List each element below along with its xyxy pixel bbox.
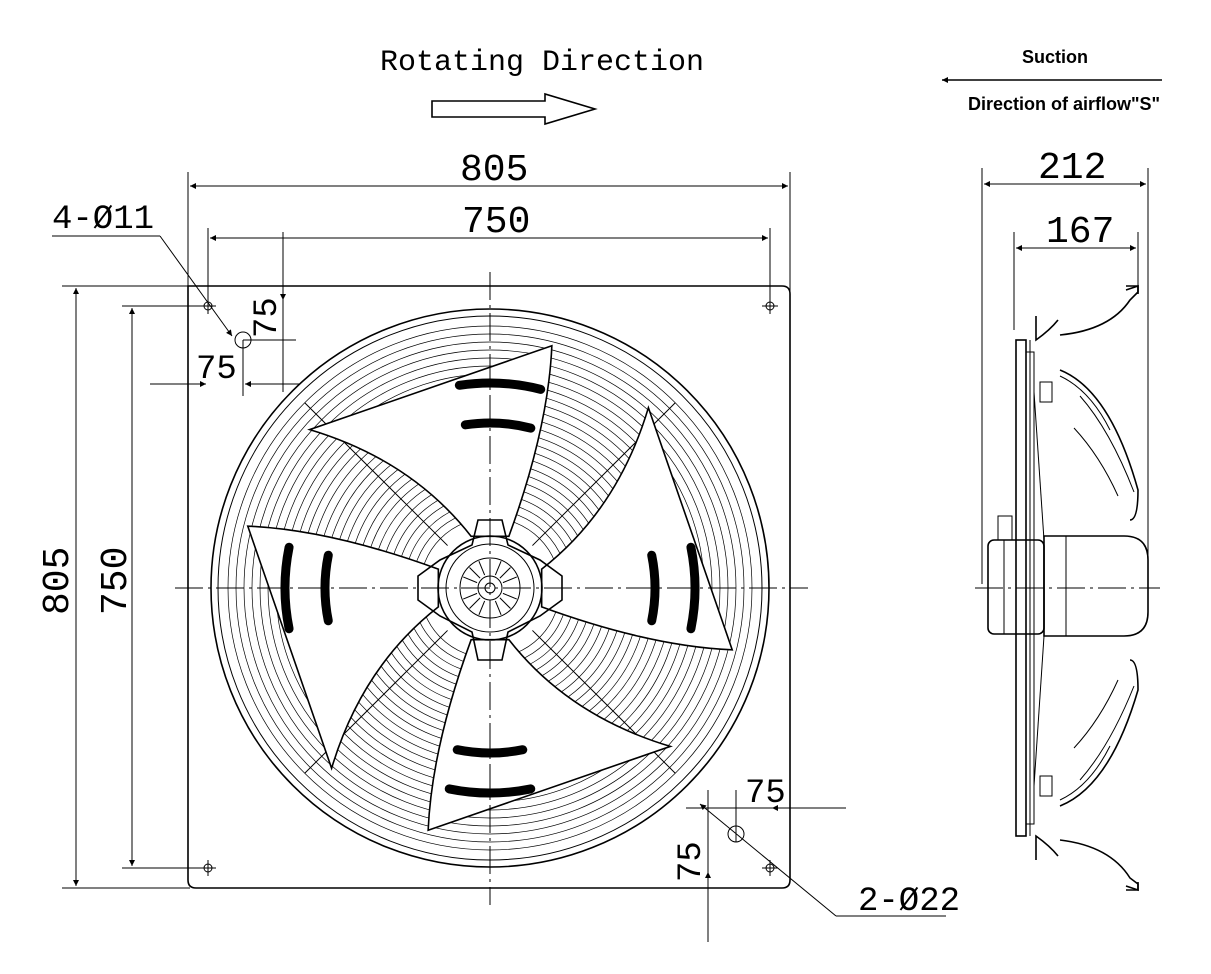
- dim-offset-bottom-h: 75: [745, 775, 786, 813]
- mount-holes-label: 4-Ø11: [52, 201, 154, 239]
- dim-pitch-width: 750: [462, 201, 530, 244]
- airflow-direction-label: Direction of airflow"S": [968, 94, 1160, 114]
- dim-pitch-height: 750: [95, 547, 138, 615]
- rotating-direction-label: Rotating Direction: [380, 46, 704, 80]
- cable-holes-label: 2-Ø22: [858, 883, 960, 921]
- dim-overall-depth: 212: [1038, 147, 1106, 190]
- suction-label: Suction: [1022, 47, 1088, 67]
- dim-offset-bottom-v: 75: [673, 841, 711, 882]
- dim-overall-width: 805: [460, 149, 528, 192]
- dim-offset-top-v: 75: [249, 297, 287, 338]
- cable-hole-bottom: [727, 825, 745, 843]
- cable-hole-top: [234, 331, 252, 349]
- mount-hole-icon: [200, 298, 778, 876]
- mounting-plate: [187, 285, 791, 889]
- fan-blades: [246, 344, 734, 832]
- dim-overall-height: 805: [37, 547, 80, 615]
- dim-offset-top-h: 75: [196, 351, 237, 389]
- rotation-arrow-icon: [431, 92, 598, 126]
- dim-inner-depth: 167: [1046, 211, 1114, 254]
- cable-hole-leader: [699, 803, 837, 917]
